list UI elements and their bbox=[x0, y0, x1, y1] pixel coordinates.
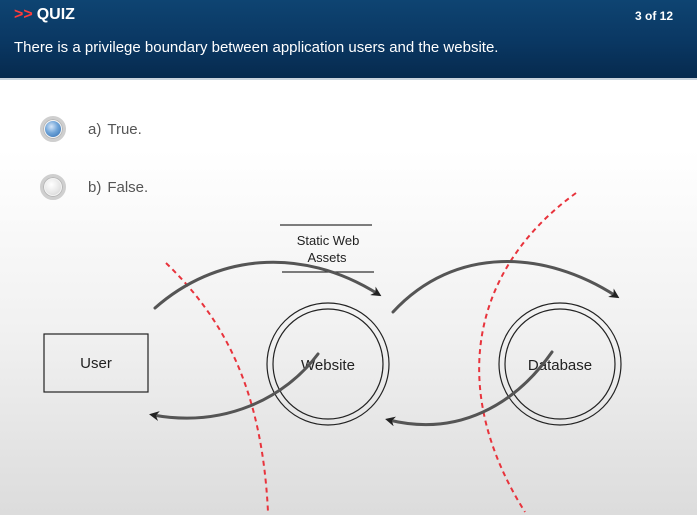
radio-selected-dot bbox=[45, 121, 61, 137]
website-process-outer bbox=[266, 302, 390, 426]
option-label: False. bbox=[107, 178, 149, 196]
option-false[interactable]: b) False. bbox=[40, 171, 148, 203]
trust-boundary-left bbox=[165, 262, 269, 513]
radio-button-false[interactable] bbox=[40, 174, 66, 200]
quiz-title: >>QUIZ bbox=[14, 6, 75, 24]
option-label: True. bbox=[107, 120, 142, 138]
quiz-title-text: QUIZ bbox=[36, 6, 75, 23]
option-letter: b) bbox=[88, 178, 102, 196]
static-assets-label-line1: Static Web bbox=[297, 233, 360, 248]
option-true[interactable]: a) True. bbox=[40, 113, 142, 145]
flow-user-to-website bbox=[153, 260, 382, 310]
database-process-outer bbox=[498, 302, 622, 426]
website-process-inner bbox=[272, 308, 384, 420]
radio-button-true[interactable] bbox=[40, 116, 66, 142]
database-process-inner bbox=[504, 308, 616, 420]
quiz-header: >>QUIZ 3 of 12 There is a privilege boun… bbox=[0, 0, 697, 80]
question-text: There is a privilege boundary between ap… bbox=[14, 39, 499, 56]
user-entity-label: User bbox=[80, 355, 112, 372]
flow-website-to-database bbox=[391, 260, 620, 314]
flow-database-to-website bbox=[385, 350, 554, 427]
trust-boundary-right bbox=[478, 192, 577, 513]
radio-empty-dot bbox=[45, 179, 61, 195]
user-entity-box bbox=[43, 333, 149, 393]
question-counter: 3 of 12 bbox=[634, 9, 673, 23]
static-assets-label-line2: Assets bbox=[307, 250, 347, 265]
website-process-label: Website bbox=[301, 357, 355, 374]
flow-website-to-user bbox=[149, 352, 320, 421]
chevron-prefix: >> bbox=[14, 6, 33, 23]
option-letter: a) bbox=[88, 120, 102, 138]
